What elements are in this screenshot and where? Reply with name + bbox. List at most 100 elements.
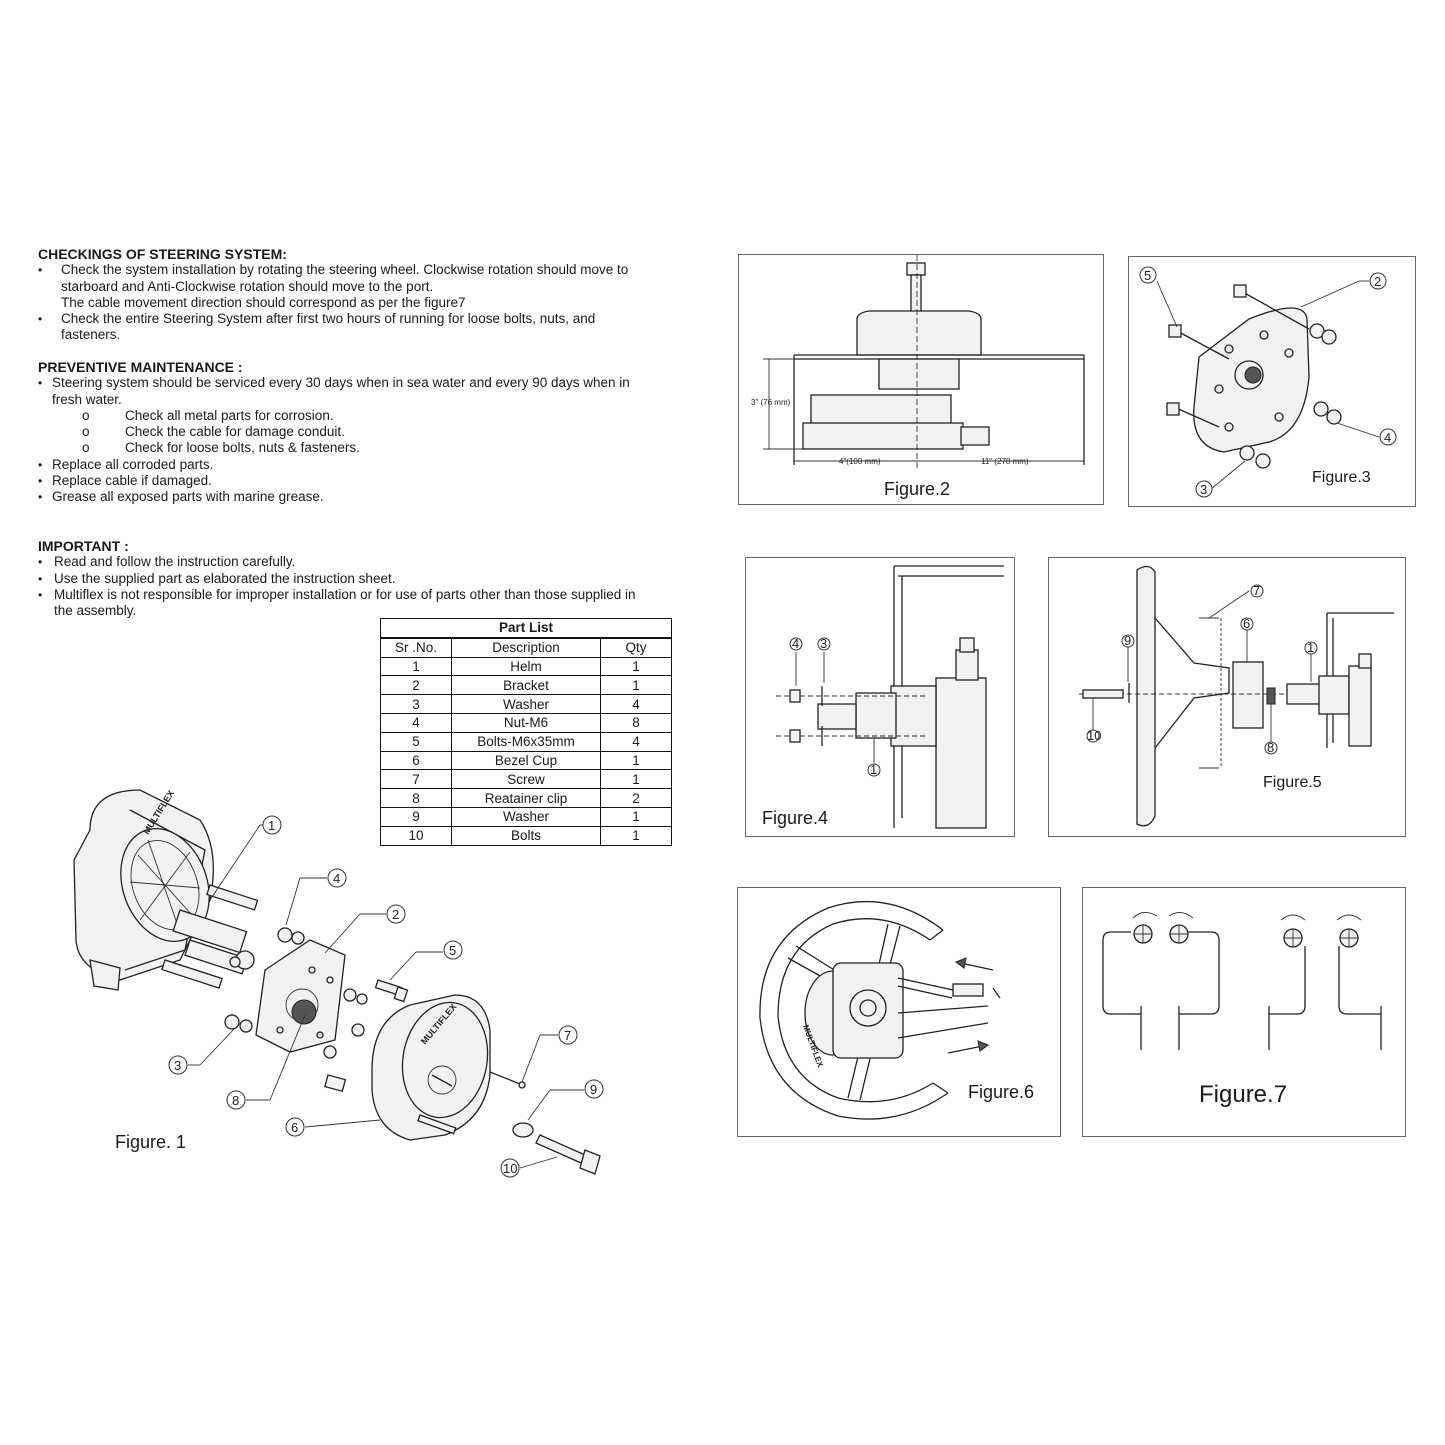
part-description: Bezel Cup — [451, 750, 601, 771]
figure-3-drawing — [1166, 284, 1342, 469]
part-qty: 1 — [600, 750, 672, 771]
fig5-callout-7: 7 — [1253, 583, 1260, 598]
part-description: Bracket — [451, 675, 601, 696]
figure-6-drawing: MULTIFLEX — [759, 900, 1001, 1120]
maintenance-bullet-1: • Steering system should be serviced eve… — [38, 375, 630, 407]
fig4-callout-3: 3 — [820, 636, 827, 651]
fig3-callout-2: 2 — [1374, 274, 1381, 289]
part-qty: 1 — [600, 675, 672, 696]
checkings-bullet-1: • Check the system installation by rotat… — [38, 262, 629, 310]
figure-2-dim-height: 3" (76 mm) — [751, 398, 791, 407]
bullet-icon: • — [38, 474, 43, 489]
part-description: Screw — [451, 769, 601, 790]
figure-5: 7 6 9 10 8 1 Figure.5 — [1048, 557, 1406, 837]
bullet-icon: • — [38, 263, 43, 278]
important-bullet-2: • Use the supplied part as elaborated th… — [38, 570, 396, 586]
checkings-heading: CHECKINGS OF STEERING SYSTEM: — [38, 246, 287, 262]
figure-4-callouts: 4 3 1 — [789, 636, 881, 777]
figure-6: MULTIFLEX Figure.6 — [737, 887, 1061, 1137]
figure-5-label: Figure.5 — [1263, 774, 1322, 791]
figure-2-label: Figure.2 — [884, 479, 951, 499]
bullet-icon: • — [38, 457, 43, 472]
fig5-callout-9: 9 — [1124, 633, 1131, 648]
figure-7-label: Figure.7 — [1199, 1081, 1288, 1108]
callout-6: 6 — [291, 1120, 298, 1135]
figure-3-label: Figure.3 — [1312, 469, 1371, 486]
part-qty: 1 — [600, 769, 672, 790]
maintenance-bullet-3: • Replace cable if damaged. — [38, 473, 212, 489]
figure-1-label: Figure. 1 — [115, 1132, 187, 1152]
figure-6-label: Figure.6 — [968, 1082, 1035, 1102]
important-heading: IMPORTANT : — [38, 538, 129, 554]
fig3-callout-3: 3 — [1200, 482, 1207, 497]
figure-1-callouts: 1 4 2 5 3 8 6 7 9 10 — [168, 815, 604, 1178]
figure-2-dim-left: 4"(100 mm) — [839, 457, 881, 466]
callout-5: 5 — [449, 943, 456, 958]
important-section: IMPORTANT : • Read and follow the instru… — [38, 538, 688, 619]
maintenance-heading: PREVENTIVE MAINTENANCE : — [38, 359, 243, 375]
fig5-callout-1: 1 — [1307, 640, 1314, 655]
figure-4: 4 3 1 Figure.4 — [745, 557, 1015, 837]
figure-5-callouts: 7 6 9 10 8 1 — [1086, 583, 1318, 755]
important-bullet-1: • Read and follow the instruction carefu… — [38, 554, 296, 570]
callout-9: 9 — [590, 1082, 597, 1097]
figure-3: 5 2 4 3 Figure.3 — [1128, 256, 1416, 507]
figure-5-drawing — [1079, 565, 1394, 827]
part-sr-no: 4 — [380, 712, 452, 733]
part-sr-no: 7 — [380, 769, 452, 790]
part-qty: 4 — [600, 694, 672, 714]
header-description: Description — [451, 637, 601, 658]
figure-2: 3" (76 mm) 4"(100 mm) 11" (278 mm) Figur… — [738, 254, 1104, 505]
figure-1-drawing: MULTIFLEX MULTIFLEX — [73, 789, 601, 1175]
part-qty: 8 — [600, 712, 672, 733]
part-sr-no: 6 — [380, 750, 452, 771]
part-sr-no: 5 — [380, 731, 452, 752]
bullet-icon: • — [38, 490, 43, 505]
part-sr-no: 2 — [380, 675, 452, 696]
maintenance-sub-2: o Check the cable for damage conduit. — [82, 424, 345, 440]
bullet-icon: • — [38, 555, 43, 570]
figure-4-label: Figure.4 — [762, 808, 829, 828]
callout-1: 1 — [268, 818, 275, 833]
fig5-callout-6: 6 — [1243, 616, 1250, 631]
part-description: Helm — [451, 656, 601, 677]
header-qty: Qty — [600, 637, 672, 658]
bullet-icon: • — [38, 376, 43, 391]
part-list-title: Part List — [380, 617, 672, 639]
figure-2-drawing: 3" (76 mm) 4"(100 mm) 11" (278 mm) — [751, 255, 1085, 470]
figure-4-drawing — [776, 565, 1004, 829]
maintenance-bullet-4: • Grease all exposed parts with marine g… — [38, 489, 324, 505]
bullet-icon: • — [38, 571, 43, 586]
part-description: Bolts-M6x35mm — [451, 731, 601, 752]
part-qty: 1 — [600, 825, 672, 846]
checkings-section: CHECKINGS OF STEERING SYSTEM: • Check th… — [38, 246, 688, 344]
callout-2: 2 — [392, 907, 399, 922]
figure-3-callouts: 5 2 4 3 — [1139, 266, 1397, 498]
fig5-callout-8: 8 — [1267, 740, 1274, 755]
callout-4: 4 — [333, 871, 340, 886]
maintenance-bullet-2: • Replace all corroded parts. — [38, 456, 214, 472]
bullet-icon: • — [38, 312, 43, 327]
figure-2-dim-right: 11" (278 mm) — [981, 457, 1029, 466]
part-list-header-row: Sr .No. Description Qty — [380, 637, 672, 658]
fig5-callout-10: 10 — [1087, 728, 1101, 743]
bullet-icon: • — [38, 587, 43, 602]
figure-7-drawing — [1102, 912, 1382, 1050]
fig4-callout-4: 4 — [792, 636, 799, 651]
maintenance-sub-3: o Check for loose bolts, nuts & fastener… — [82, 440, 360, 456]
callout-7: 7 — [564, 1028, 571, 1043]
callout-10: 10 — [503, 1161, 517, 1176]
part-qty: 4 — [600, 731, 672, 752]
maintenance-sub-1: o Check all metal parts for corrosion. — [82, 407, 334, 423]
